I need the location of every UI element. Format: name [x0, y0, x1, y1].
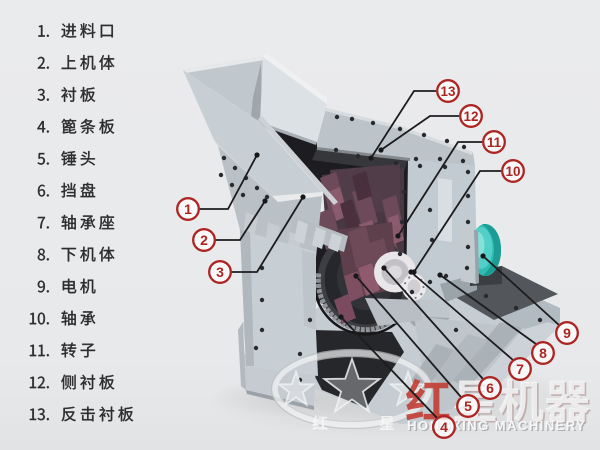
svg-text:13: 13: [440, 84, 456, 99]
svg-text:8: 8: [539, 345, 547, 361]
svg-text:3: 3: [216, 264, 224, 280]
svg-text:2: 2: [200, 232, 208, 248]
svg-text:7: 7: [516, 361, 524, 377]
svg-text:5: 5: [464, 398, 472, 414]
svg-text:6: 6: [486, 380, 494, 396]
svg-text:10: 10: [505, 164, 520, 179]
svg-text:11: 11: [487, 135, 502, 150]
svg-text:4: 4: [440, 419, 448, 435]
svg-text:9: 9: [563, 325, 571, 341]
svg-text:1: 1: [184, 201, 192, 217]
svg-text:12: 12: [463, 109, 478, 124]
